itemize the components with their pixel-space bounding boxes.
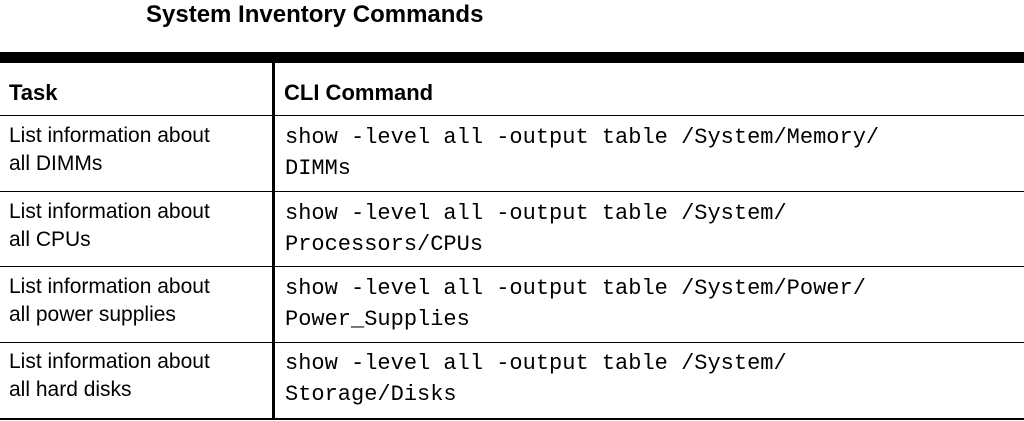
header-cli-command: CLI Command: [284, 80, 434, 105]
command-text-line: show -level all -output table /System/Me…: [285, 125, 880, 150]
task-text-line: List information about: [9, 200, 210, 223]
task-text-line: all hard disks: [9, 378, 132, 401]
task-text-line: List information about: [9, 350, 210, 373]
table-bottom-rule: [0, 418, 1024, 420]
task-text-line: List information about: [9, 124, 210, 147]
task-text-line: all CPUs: [9, 228, 91, 251]
task-text-line: all power supplies: [9, 303, 176, 326]
table-title: System Inventory Commands: [146, 1, 484, 28]
task-cell: List information about all DIMMs: [9, 122, 264, 178]
command-text-line: Storage/Disks: [285, 382, 457, 407]
column-divider: [272, 63, 275, 419]
command-cell: show -level all -output table /System/Me…: [285, 122, 879, 184]
task-text-line: List information about: [9, 275, 210, 298]
task-cell: List information about all CPUs: [9, 198, 264, 254]
command-text-line: show -level all -output table /System/: [285, 351, 787, 376]
command-text-line: show -level all -output table /System/: [285, 201, 787, 226]
command-cell: show -level all -output table /System/ P…: [285, 198, 787, 260]
command-text-line: Power_Supplies: [285, 307, 470, 332]
command-cell: show -level all -output table /System/Po…: [285, 273, 866, 335]
task-cell: List information about all hard disks: [9, 348, 264, 404]
command-cell: show -level all -output table /System/ S…: [285, 348, 787, 410]
task-cell: List information about all power supplie…: [9, 273, 264, 329]
header-rule: [0, 115, 1024, 116]
row-rule: [0, 191, 1024, 192]
table-top-rule: [0, 52, 1024, 63]
task-text-line: all DIMMs: [9, 152, 103, 175]
command-text-line: DIMMs: [285, 156, 352, 181]
command-text-line: show -level all -output table /System/Po…: [285, 276, 866, 301]
header-task: Task: [9, 80, 58, 105]
row-rule: [0, 342, 1024, 343]
command-text-line: Processors/CPUs: [285, 232, 484, 257]
row-rule: [0, 266, 1024, 267]
